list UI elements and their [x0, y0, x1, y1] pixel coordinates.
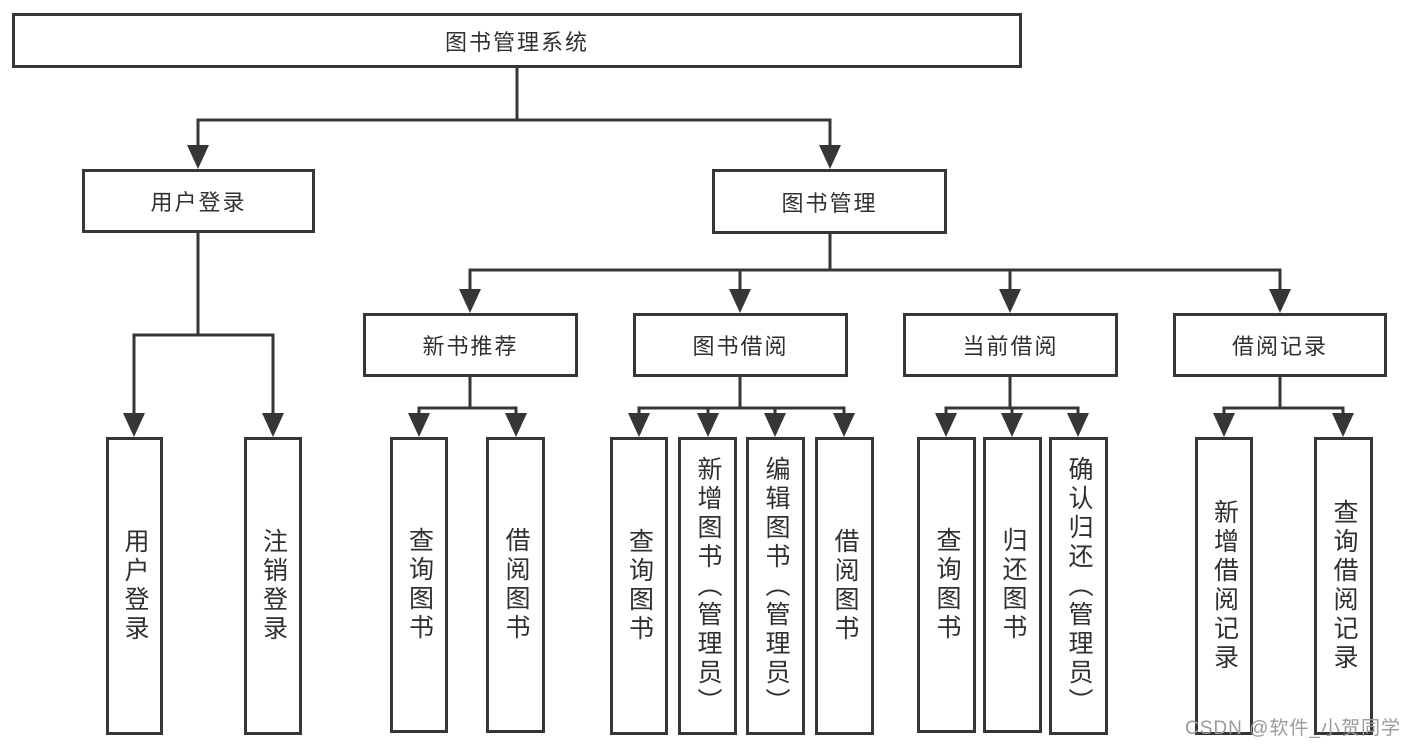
- connector-book-management-to-level3: [459, 234, 1291, 313]
- root-node-label: 图书管理系统: [444, 29, 589, 55]
- leaf-edit-book-admin-label: 编辑图书（管理员）: [762, 455, 790, 717]
- leaf-return-book-label: 归还图书: [999, 527, 1027, 643]
- leaf-borrow-books-2-label: 借阅图书: [831, 528, 859, 644]
- leaf-user-login: 用户登录: [106, 437, 163, 735]
- node-user-login-label: 用户登录: [150, 190, 247, 215]
- connector-user-login-to-leaves: [123, 233, 284, 437]
- leaf-logout-label: 注销登录: [259, 528, 288, 644]
- leaf-query-books-1: 查询图书: [390, 437, 448, 733]
- leaf-query-books-2-label: 查询图书: [625, 528, 654, 644]
- connector-root-to-level2: [187, 68, 841, 169]
- leaf-confirm-return-admin-label: 确认归还（管理员）: [1065, 455, 1093, 717]
- node-book-borrow: 图书借阅: [633, 313, 848, 377]
- node-borrow-record-label: 借阅记录: [1231, 334, 1328, 359]
- node-current-borrow-label: 当前借阅: [962, 334, 1059, 359]
- leaf-return-book: 归还图书: [983, 437, 1042, 733]
- leaf-query-books-2: 查询图书: [610, 437, 668, 735]
- leaf-edit-book-admin: 编辑图书（管理员）: [746, 437, 805, 735]
- node-book-management-label: 图书管理: [781, 190, 878, 216]
- connector-borrow-records-to-leaves: [1213, 377, 1354, 437]
- leaf-query-borrow-record-label: 查询借阅记录: [1330, 499, 1358, 673]
- connector-book-borrow-to-leaves: [628, 377, 855, 437]
- leaf-add-book-admin: 新增图书（管理员）: [678, 437, 737, 735]
- connector-current-borrow-to-leaves: [935, 377, 1089, 437]
- node-borrow-record: 借阅记录: [1173, 313, 1387, 377]
- node-current-borrow: 当前借阅: [903, 313, 1118, 377]
- node-new-book-recommend-label: 新书推荐: [422, 334, 519, 359]
- leaf-query-books-1-label: 查询图书: [405, 527, 434, 643]
- node-book-borrow-label: 图书借阅: [692, 334, 789, 359]
- leaf-borrow-books-1: 借阅图书: [486, 437, 545, 733]
- leaf-logout: 注销登录: [244, 437, 302, 735]
- leaf-add-borrow-record: 新增借阅记录: [1195, 437, 1253, 735]
- node-user-login: 用户登录: [82, 169, 315, 233]
- leaf-confirm-return-admin: 确认归还（管理员）: [1049, 437, 1108, 735]
- leaf-add-borrow-record-label: 新增借阅记录: [1210, 499, 1239, 673]
- leaf-add-book-admin-label: 新增图书（管理员）: [694, 455, 722, 717]
- root-node: 图书管理系统: [12, 13, 1022, 68]
- leaf-user-login-label: 用户登录: [121, 528, 149, 644]
- leaf-query-borrow-record: 查询借阅记录: [1314, 437, 1373, 735]
- leaf-query-books-3-label: 查询图书: [933, 527, 961, 643]
- connector-new-books-to-leaves: [408, 377, 527, 437]
- leaf-borrow-books-2: 借阅图书: [815, 437, 874, 735]
- leaf-query-books-3: 查询图书: [917, 437, 976, 733]
- node-book-management: 图书管理: [712, 169, 947, 234]
- leaf-borrow-books-1-label: 借阅图书: [502, 527, 530, 643]
- csdn-watermark: CSDN @软件_小贺同学: [1185, 718, 1401, 739]
- node-new-book-recommend: 新书推荐: [363, 313, 578, 377]
